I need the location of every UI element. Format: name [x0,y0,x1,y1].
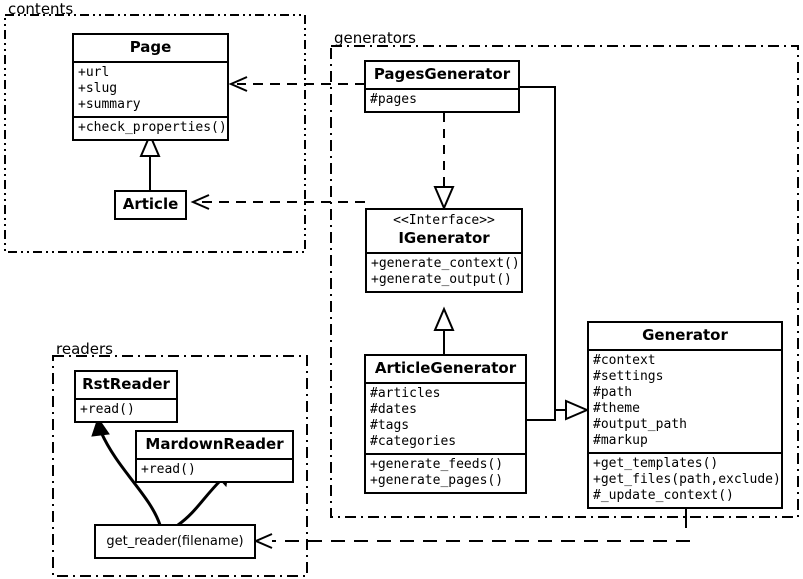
hollow-triangle-igenerator-bottom [433,306,455,331]
operation: +read() [80,402,135,417]
hollow-triangle-igenerator-top [433,186,455,211]
class-markdown-reader-operations: +read() [137,458,292,481]
attribute: #theme [593,401,640,416]
operation: +get_templates() [593,456,719,471]
class-article-title: Article [122,195,179,213]
function-get-reader-label: get_reader(filename) [106,534,244,549]
class-igenerator-operations: +generate_context() +generate_output() [367,252,521,291]
class-article[interactable]: Article [114,190,187,220]
class-rst-reader-operations: +read() [76,398,176,421]
attribute: #pages [370,92,417,107]
operation: +generate_pages() [370,473,504,488]
class-article-generator[interactable]: ArticleGenerator #articles #dates #tags … [364,354,527,494]
operation: +generate_context() [371,256,520,271]
attribute: +url [78,65,110,80]
class-igenerator-title: IGenerator [398,229,490,247]
attribute: #output_path [593,417,687,432]
attribute: #markup [593,433,648,448]
function-get-reader[interactable]: get_reader(filename) [94,524,256,559]
attribute: #tags [370,418,410,433]
class-rst-reader-title: RstReader [82,375,170,393]
class-generator-attributes: #context #settings #path #theme #output_… [589,349,781,452]
class-page[interactable]: Page +url +slug +summary +check_properti… [72,33,229,141]
package-label-generators: generators [332,29,418,47]
operation: +get_files(path,exclude) [593,472,781,487]
operation: +generate_output() [371,272,512,287]
open-arrow-getreader [253,533,273,549]
operation: +read() [141,462,196,477]
class-article-generator-title: ArticleGenerator [374,359,517,377]
attribute: #articles [370,386,441,401]
edge-articlegenerator-to-generator [527,410,556,421]
package-label-contents: contents [6,0,76,18]
operation: #_update_context() [593,488,734,503]
edge-getreader-to-markdownreader [176,478,223,527]
class-generator-operations: +get_templates() +get_files(path,exclude… [589,452,781,507]
operation: +generate_feeds() [370,457,504,472]
operation: +check_properties() [78,120,227,135]
class-rst-reader[interactable]: RstReader +read() [74,370,178,423]
attribute: #categories [370,434,457,449]
class-pages-generator[interactable]: PagesGenerator #pages [364,60,520,113]
open-arrow-article [190,194,210,210]
class-article-generator-attributes: #articles #dates #tags #categories [366,382,525,453]
attribute: #context [593,353,656,368]
class-pages-generator-attributes: #pages [366,88,518,111]
class-pages-generator-title: PagesGenerator [373,65,511,83]
class-article-generator-operations: +generate_feeds() +generate_pages() [366,453,525,492]
attribute: +summary [78,97,141,112]
attribute: #settings [593,369,664,384]
package-label-readers: readers [54,340,115,358]
class-page-title: Page [129,38,172,56]
class-page-attributes: +url +slug +summary [74,61,227,116]
attribute: #dates [370,402,417,417]
class-markdown-reader-title: MardownReader [145,435,284,453]
class-page-operations: +check_properties() [74,116,227,139]
open-arrow-page [228,76,248,92]
class-generator[interactable]: Generator #context #settings #path #them… [587,321,783,509]
attribute: #path [593,385,633,400]
class-igenerator[interactable]: <<Interface>> IGenerator +generate_conte… [365,208,523,293]
class-markdown-reader[interactable]: MardownReader +read() [135,430,294,483]
class-igenerator-stereotype: <<Interface>> [393,213,495,228]
hollow-triangle-generator [565,399,590,421]
attribute: +slug [78,81,118,96]
class-generator-title: Generator [642,326,728,344]
